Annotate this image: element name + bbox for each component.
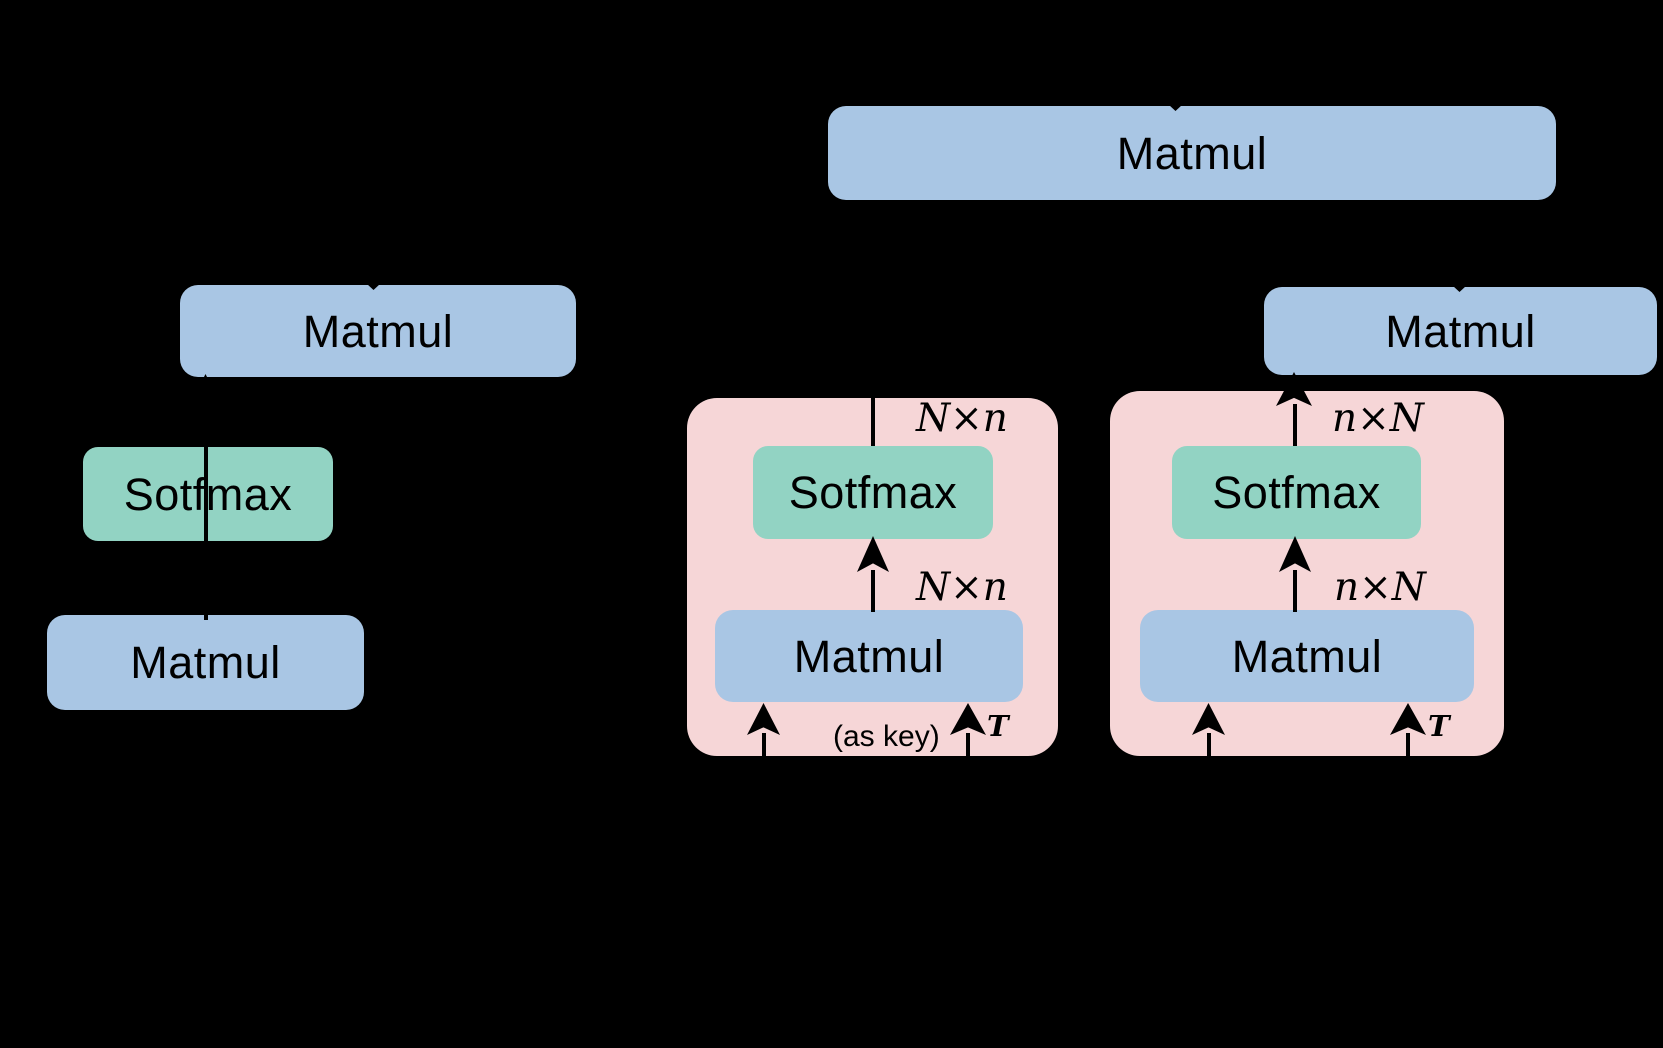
right-matmul-label: Matmul: [1385, 305, 1536, 357]
container-left-softmax-box: Sotfmax: [753, 446, 993, 539]
arrow-tip-notch-icon: [1453, 286, 1466, 292]
container-right-softmax-label: Sotfmax: [1212, 467, 1381, 518]
left-matmul-bottom-label: Matmul: [130, 637, 281, 688]
big-matmul-box: Matmul: [828, 106, 1556, 200]
connector-line: [761, 733, 766, 765]
container-right-softmax-box: Sotfmax: [1172, 446, 1421, 539]
connector-line: [1292, 404, 1297, 446]
left-matmul-top-label: Matmul: [302, 305, 454, 357]
right-matmul-box: Matmul: [1264, 287, 1657, 375]
connector-line: [203, 388, 208, 620]
transpose-label: T: [1428, 709, 1450, 743]
connector-line: [1293, 570, 1297, 612]
dim-label: N×n: [916, 565, 1008, 610]
connector-line: [1206, 733, 1211, 765]
arrow-tip-notch-icon: [1169, 105, 1182, 111]
container-left-matmul-box: Matmul: [715, 610, 1023, 702]
connector-line: [1405, 733, 1410, 765]
connector-line: [966, 733, 970, 765]
transpose-label: T: [987, 709, 1009, 743]
left-matmul-bottom-box: Matmul: [47, 615, 364, 710]
left-softmax-label: Sotfmax: [123, 468, 293, 520]
container-left-matmul-label: Matmul: [793, 630, 945, 682]
big-matmul-label: Matmul: [1116, 127, 1268, 179]
container-right-matmul-label: Matmul: [1231, 630, 1383, 682]
connector-line: [871, 216, 875, 446]
as-key-note: (as key): [833, 720, 940, 753]
dim-label: N×n: [916, 396, 1008, 441]
dim-label: n×N: [1332, 396, 1424, 441]
arrow-tip-notch-icon: [367, 284, 380, 290]
connector-line: [871, 570, 875, 612]
container-right-matmul-box: Matmul: [1140, 610, 1474, 702]
left-softmax-box: Sotfmax: [83, 447, 333, 541]
container-left-softmax-label: Sotfmax: [788, 467, 958, 518]
left-matmul-top-box: Matmul: [180, 285, 576, 377]
dim-label: n×N: [1334, 565, 1426, 610]
